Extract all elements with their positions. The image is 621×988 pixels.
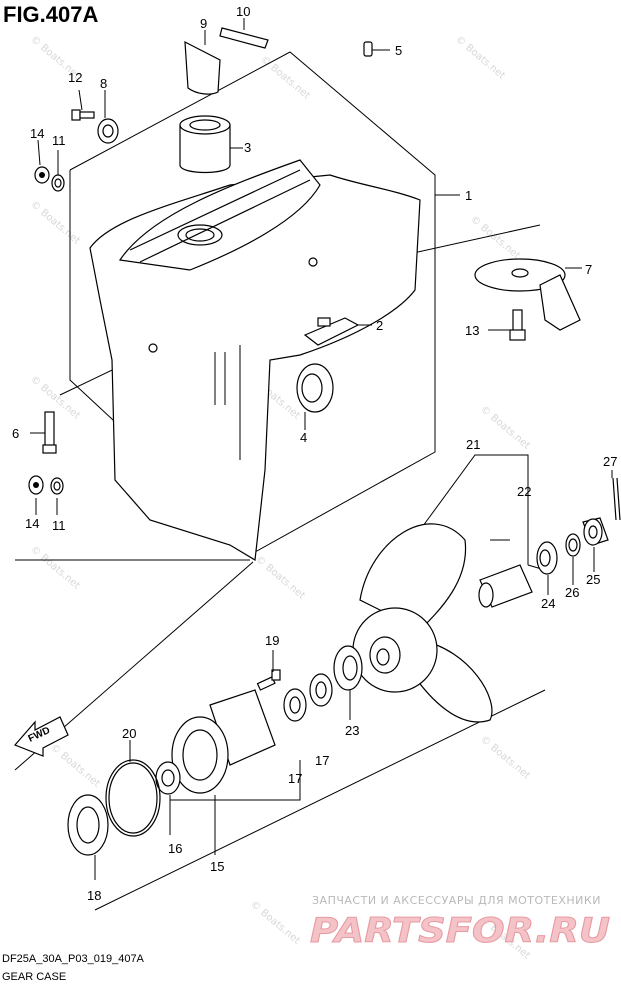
watermark-text: © Boats.net bbox=[468, 214, 522, 262]
watermark-text: © Boats.net bbox=[253, 554, 307, 602]
part-21-propeller bbox=[352, 523, 493, 723]
part-6-bolt bbox=[30, 411, 57, 454]
part-24-washer bbox=[536, 541, 558, 575]
callout-12: 12 bbox=[68, 70, 82, 85]
part-8-grommet bbox=[97, 90, 119, 144]
watermark-text: © Boats.net bbox=[28, 199, 82, 247]
part-20-o-ring bbox=[105, 759, 161, 837]
callout-19: 19 bbox=[265, 633, 279, 648]
part-17-washer-b bbox=[309, 673, 333, 707]
callout-17-b: 17 bbox=[315, 753, 329, 768]
callout-leaders bbox=[35, 89, 613, 762]
brand-name: PARTSFOR.RU bbox=[310, 911, 610, 951]
callout-18: 18 bbox=[87, 888, 101, 903]
part-11-washer-bottom bbox=[50, 477, 64, 495]
watermark-text: © Boats.net bbox=[258, 54, 312, 102]
callout-5: 5 bbox=[395, 43, 402, 58]
part-2-plate bbox=[303, 317, 372, 346]
callout-20: 20 bbox=[122, 726, 136, 741]
part-5-pin bbox=[363, 41, 390, 57]
callout-21: 21 bbox=[466, 437, 480, 452]
callout-8: 8 bbox=[100, 76, 107, 91]
callout-7: 7 bbox=[585, 262, 592, 277]
callout-13: 13 bbox=[465, 323, 479, 338]
watermark-text: © Boats.net bbox=[478, 734, 532, 782]
brand-watermark: ЗАПЧАСТИ И АКСЕССУАРЫ ДЛЯ МОТОТЕХНИКИ PA… bbox=[310, 894, 611, 952]
callout-22: 22 bbox=[517, 484, 531, 499]
watermark-text: © Boats.net bbox=[453, 34, 507, 82]
part-19-screw bbox=[256, 669, 281, 691]
callout-26: 26 bbox=[565, 585, 579, 600]
callout-16: 16 bbox=[168, 841, 182, 856]
watermark-text: © Boats.net bbox=[28, 544, 82, 592]
figure-title: FIG.407A bbox=[3, 2, 98, 27]
callout-11-bottom: 11 bbox=[52, 518, 66, 533]
watermark-text: © Boats.net bbox=[28, 374, 82, 422]
callout-10: 10 bbox=[236, 4, 250, 19]
part-18-seal bbox=[67, 794, 109, 880]
part-3-bushing bbox=[179, 115, 243, 174]
figure-caption: GEAR CASE bbox=[2, 971, 66, 983]
part-23-bushing bbox=[333, 645, 363, 720]
figure-code: DF25A_30A_P03_019_407A bbox=[2, 953, 145, 965]
part-17-washer-a bbox=[283, 688, 307, 722]
part-11-washer-top bbox=[51, 174, 65, 192]
part-15-carrier bbox=[171, 689, 276, 855]
callout-6: 6 bbox=[12, 426, 19, 441]
callout-labels: 1 2 3 4 5 6 7 8 9 10 11 11 12 13 14 14 1… bbox=[12, 4, 617, 903]
part-22-spacer bbox=[478, 564, 533, 608]
callout-1: 1 bbox=[465, 188, 472, 203]
gear-case-housing bbox=[89, 159, 421, 561]
part-25-nut bbox=[582, 517, 609, 546]
part-14-nut-bottom bbox=[28, 475, 44, 495]
part-14-nut-top bbox=[34, 166, 50, 184]
callout-25: 25 bbox=[586, 572, 600, 587]
callout-9: 9 bbox=[200, 16, 207, 31]
part-9-cover bbox=[184, 30, 221, 95]
callout-11-top: 11 bbox=[52, 133, 66, 148]
callout-14-bottom: 14 bbox=[25, 516, 39, 531]
watermark-text: © Boats.net bbox=[478, 404, 532, 452]
watermark-text: © Boats.net bbox=[248, 899, 302, 947]
brand-tagline: ЗАПЧАСТИ И АКСЕССУАРЫ ДЛЯ МОТОТЕХНИКИ bbox=[312, 894, 601, 907]
callout-17-a: 17 bbox=[288, 771, 302, 786]
propeller-leader-lines bbox=[94, 454, 546, 911]
watermark-text: © Boats.net bbox=[48, 742, 102, 790]
callout-2: 2 bbox=[376, 318, 383, 333]
part-12-screw bbox=[71, 109, 95, 121]
callout-15: 15 bbox=[210, 859, 224, 874]
part-26-washer bbox=[565, 533, 581, 557]
callout-3: 3 bbox=[244, 140, 251, 155]
callout-14-top: 14 bbox=[30, 126, 44, 141]
callout-23: 23 bbox=[345, 723, 359, 738]
part-4-bearing bbox=[296, 363, 334, 430]
part-13-bolt bbox=[509, 309, 526, 341]
callout-24: 24 bbox=[541, 596, 555, 611]
part-27-cotter-pin bbox=[612, 477, 621, 521]
fwd-arrow-icon: FWD bbox=[13, 716, 69, 757]
callout-4: 4 bbox=[300, 430, 307, 445]
part-16-bearing bbox=[155, 761, 181, 835]
part-10-bar bbox=[219, 18, 269, 49]
callout-27: 27 bbox=[603, 454, 617, 469]
part-7-trim-tab bbox=[474, 258, 582, 331]
